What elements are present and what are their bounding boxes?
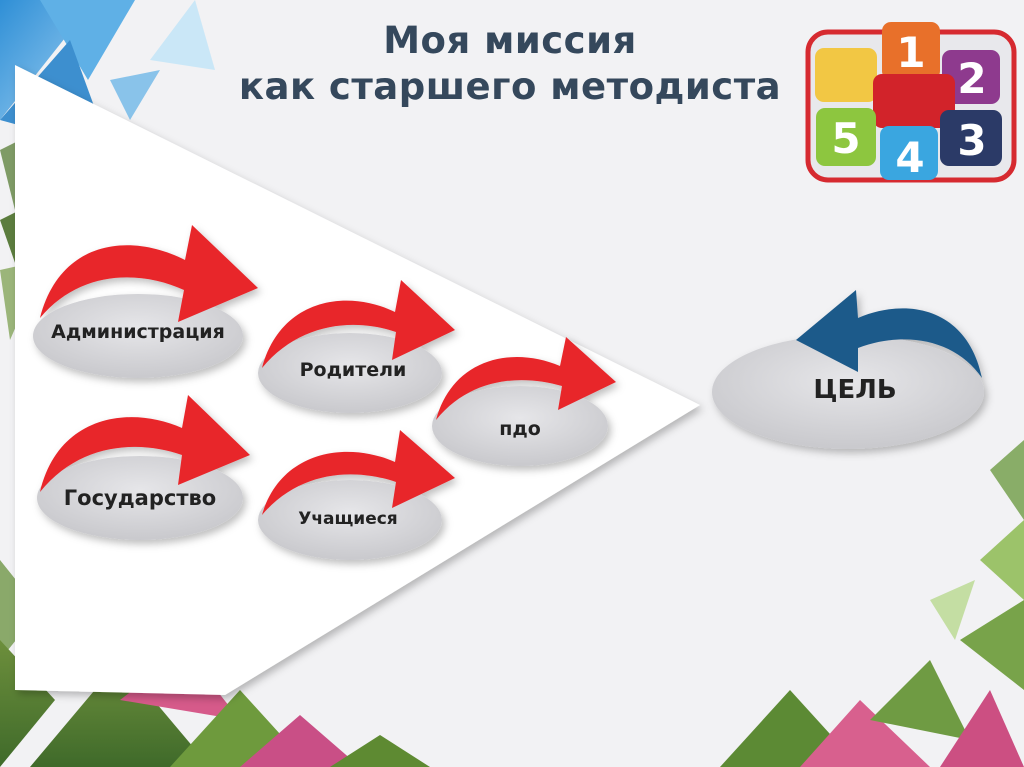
logo-digit-3: 3 <box>957 116 986 165</box>
logo-digit-1: 1 <box>896 28 925 77</box>
logo-tile-1 <box>882 22 940 80</box>
slide-title: Моя миссия как старшего методиста <box>200 18 820 110</box>
logo-tile-yellow <box>815 48 877 102</box>
label-state: Государство <box>63 486 217 510</box>
node-pdo <box>432 337 616 466</box>
logo-digit-2: 2 <box>957 54 986 103</box>
slide-title-line1: Моя миссия <box>383 19 637 62</box>
node-students <box>258 430 455 560</box>
label-administration: Администрация <box>51 321 225 343</box>
node-parents <box>258 280 455 413</box>
node-goal <box>712 290 984 449</box>
goal-arrow <box>796 290 982 378</box>
logo-digit-4: 4 <box>895 133 924 182</box>
label-pdo: пдо <box>499 418 541 440</box>
label-goal: ЦЕЛЬ <box>813 375 897 405</box>
logo-tile-2 <box>942 50 1000 104</box>
logo: 1 2 3 4 5 <box>805 22 1017 183</box>
logo-tile-3 <box>940 110 1002 166</box>
logo-tile-red <box>873 74 955 128</box>
label-parents: Родители <box>299 359 407 381</box>
slide-title-line2: как старшего методиста <box>238 65 782 108</box>
label-students: Учащиеся <box>298 509 398 529</box>
logo-tile-5 <box>816 108 876 166</box>
node-state <box>37 395 250 540</box>
logo-tile-4 <box>880 126 938 180</box>
node-administration <box>33 225 258 378</box>
logo-digit-5: 5 <box>831 114 860 163</box>
